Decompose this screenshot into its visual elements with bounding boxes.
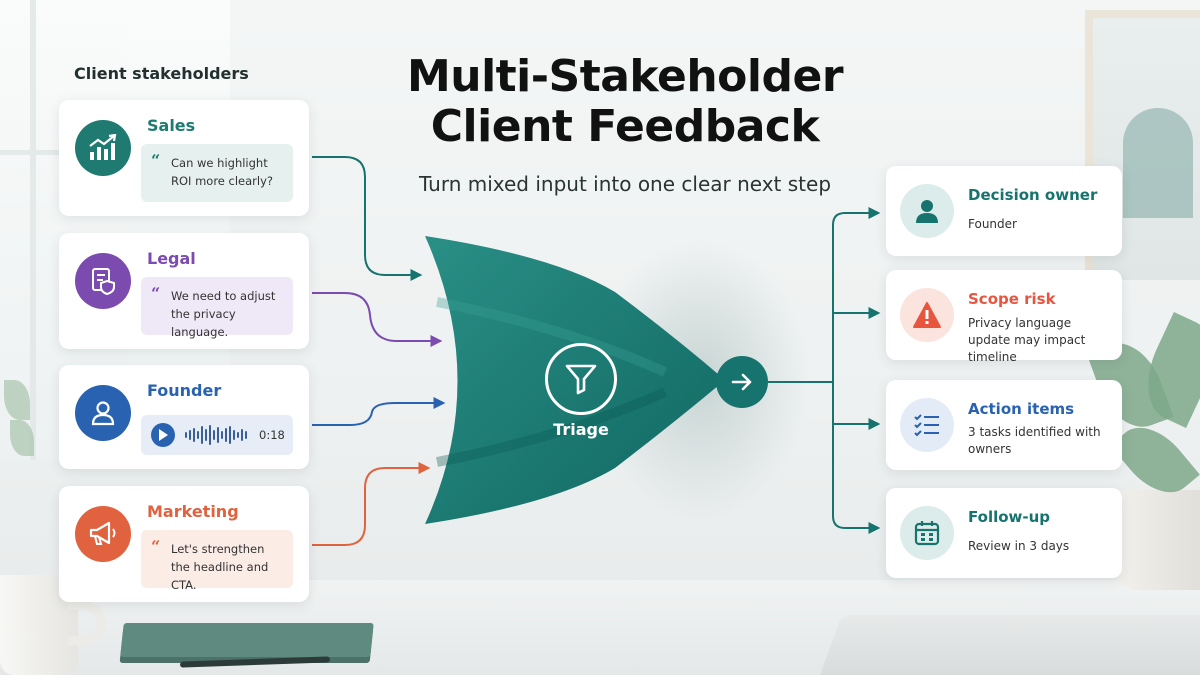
- stakeholder-quote-text: Can we highlight ROI more clearly?: [171, 156, 274, 188]
- quote-icon: “: [151, 284, 161, 303]
- stakeholder-quote-text: We need to adjust the privacy language.: [171, 289, 276, 339]
- notebook: [120, 623, 374, 657]
- output-card-decision-owner: Decision owner Founder: [886, 166, 1122, 256]
- output-title: Action items: [968, 400, 1075, 418]
- connector-founder: [312, 397, 446, 426]
- background-plant-left: [0, 360, 40, 490]
- checklist-icon: [900, 398, 954, 452]
- output-title: Decision owner: [968, 186, 1098, 204]
- output-desc: Founder: [968, 217, 1017, 231]
- laptop: [820, 615, 1200, 675]
- stakeholder-quote: “ Can we highlight ROI more clearly?: [141, 144, 293, 202]
- connector-output-trunk: [832, 212, 878, 529]
- page-subtitle: Turn mixed input into one clear next ste…: [418, 172, 832, 196]
- plant-pot: [1110, 490, 1200, 590]
- voice-message[interactable]: 0:18: [141, 415, 293, 455]
- connector-marketing: [312, 462, 431, 546]
- arrow-right-icon: [716, 356, 768, 408]
- stakeholder-quote: “ We need to adjust the privacy language…: [141, 277, 293, 339]
- stakeholder-quote-text: Let's strengthen the headline and CTA.: [171, 542, 269, 592]
- output-desc: Privacy language update may impact timel…: [968, 316, 1086, 364]
- section-label: Client stakeholders: [74, 64, 249, 83]
- output-card-action-items: Action items 3 tasks identified with own…: [886, 380, 1122, 470]
- stakeholder-name: Founder: [147, 381, 222, 400]
- growth-chart-icon: [75, 120, 131, 176]
- calendar-icon: [900, 506, 954, 560]
- stakeholder-quote: “ Let's strengthen the headline and CTA.: [141, 530, 293, 592]
- output-card-follow-up: Follow-up Review in 3 days: [886, 488, 1122, 578]
- user-icon: [75, 385, 131, 441]
- filter-icon: [545, 343, 617, 415]
- output-desc: Review in 3 days: [968, 539, 1070, 553]
- stakeholder-card-legal: Legal “ We need to adjust the privacy la…: [59, 233, 309, 349]
- page-title: Multi-Stakeholder Client Feedback: [406, 51, 844, 152]
- coffee-cup-handle: [68, 601, 106, 645]
- play-icon[interactable]: [151, 423, 175, 447]
- stakeholder-card-founder: Founder 0:18: [59, 365, 309, 469]
- megaphone-icon: [75, 506, 131, 562]
- warning-icon: [900, 288, 954, 342]
- audio-duration: 0:18: [259, 428, 285, 442]
- stakeholder-name: Marketing: [147, 502, 239, 521]
- output-title: Scope risk: [968, 290, 1056, 308]
- stakeholder-card-marketing: Marketing “ Let's strengthen the headlin…: [59, 486, 309, 602]
- output-title: Follow-up: [968, 508, 1051, 526]
- stakeholder-name: Legal: [147, 249, 196, 268]
- stakeholder-name: Sales: [147, 116, 196, 135]
- user-icon: [900, 184, 954, 238]
- connector-legal: [312, 292, 443, 347]
- output-desc: 3 tasks identified with owners: [968, 425, 1101, 456]
- quote-icon: “: [151, 151, 161, 170]
- triage-label: Triage: [553, 420, 609, 439]
- quote-icon: “: [151, 537, 161, 556]
- stakeholder-card-sales: Sales “ Can we highlight ROI more clearl…: [59, 100, 309, 216]
- document-shield-icon: [75, 253, 131, 309]
- audio-waveform: [185, 423, 247, 447]
- output-card-scope-risk: Scope risk Privacy language update may i…: [886, 270, 1122, 364]
